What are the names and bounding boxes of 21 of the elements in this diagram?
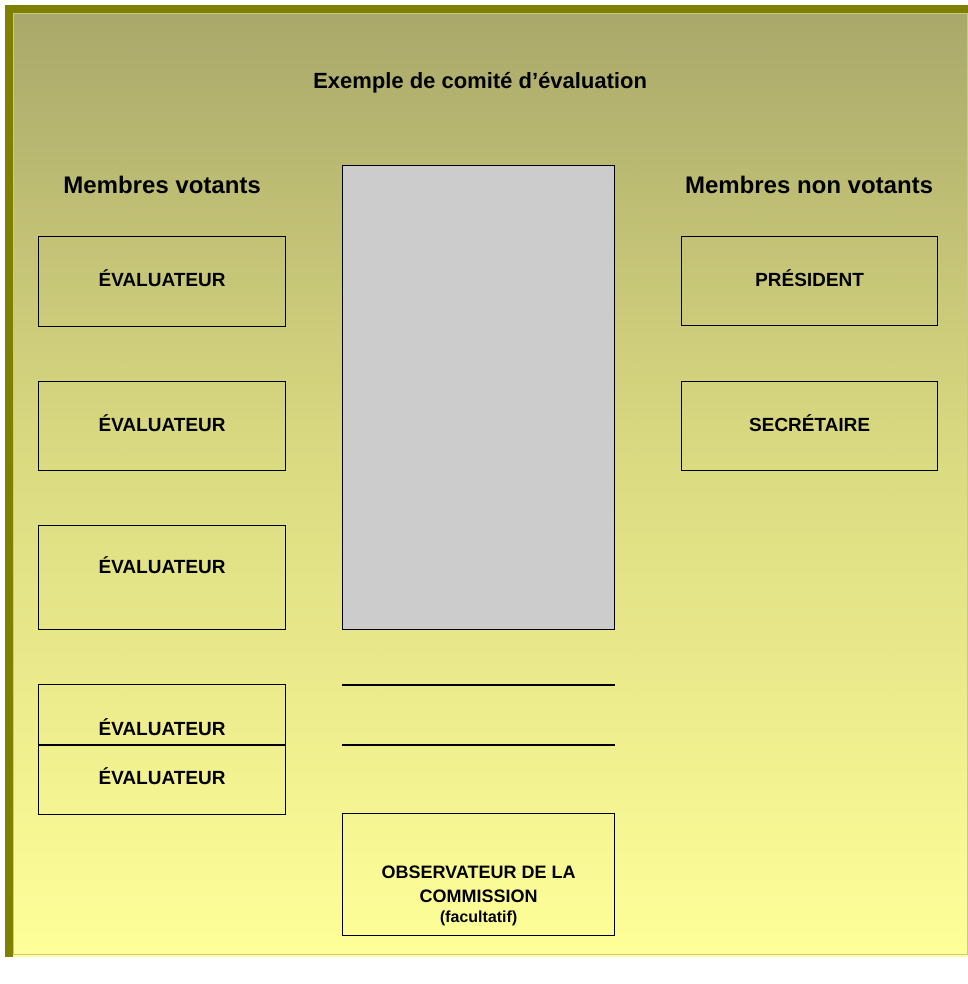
- role-label: ÉVALUATEUR: [98, 414, 226, 438]
- role-box: [38, 684, 286, 746]
- role-box: [681, 381, 938, 471]
- role-box: [681, 236, 938, 326]
- role-label: OBSERVATEUR DE LA COMMISSION: [380, 861, 577, 908]
- column-heading: Membres votants: [62, 172, 262, 201]
- role-label: ÉVALUATEUR: [98, 767, 226, 792]
- column-heading: Membres non votants: [684, 172, 934, 201]
- role-label: ÉVALUATEUR: [98, 718, 226, 742]
- empty-panel: [342, 165, 615, 630]
- role-box: [38, 744, 286, 815]
- role-label: ÉVALUATEUR: [98, 269, 226, 294]
- role-label: PRÉSIDENT: [755, 268, 864, 293]
- role-label: ÉVALUATEUR: [98, 556, 226, 580]
- role-box: [38, 525, 286, 630]
- role-box: [342, 813, 615, 936]
- diagram-title: Exemple de comité d’évaluation: [312, 68, 648, 94]
- role-box: [38, 381, 286, 471]
- role-label: SECRÉTAIRE: [748, 414, 870, 438]
- role-box: [38, 236, 286, 327]
- role-label: (facultatif): [440, 908, 518, 928]
